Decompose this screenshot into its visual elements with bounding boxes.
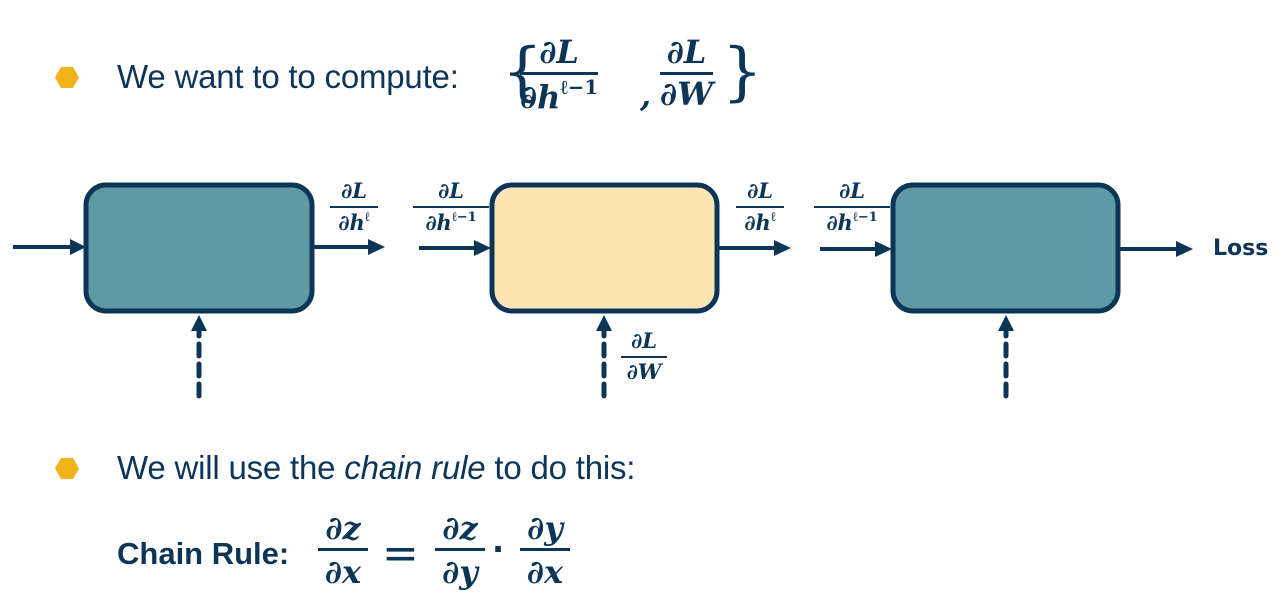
- arrow-in-block2: [419, 240, 491, 256]
- arrow-to-loss: [1120, 241, 1193, 257]
- bullet-text-chain-rule: We will use the chain rule to do this:: [117, 449, 635, 487]
- dashed-weight-arrow-block1: [191, 315, 207, 399]
- fraction-bar: [435, 548, 485, 551]
- den-superscript: ℓ: [770, 210, 776, 225]
- chain-lhs-fraction: ∂z ∂x: [318, 512, 368, 588]
- fraction-bar: [520, 72, 599, 75]
- fraction-bar: [814, 206, 890, 208]
- fraction-denominator: ∂hℓ: [744, 211, 775, 233]
- fraction-bar: [318, 548, 368, 551]
- fraction-denominator: ∂hℓ−1: [425, 211, 476, 233]
- den-superscript: ℓ: [364, 210, 370, 225]
- block-next-layer: [890, 182, 1121, 314]
- multiply-dot: ·: [492, 530, 505, 568]
- den-base: ∂h: [520, 77, 561, 116]
- fraction-bar: [413, 206, 489, 208]
- fraction-numerator: ∂L: [341, 178, 367, 203]
- label-dL-dh-l-out2: ∂L ∂hℓ: [736, 180, 784, 233]
- dashed-weight-arrow-block2: [596, 315, 612, 399]
- chain-rhs-fraction-1: ∂z ∂y: [435, 512, 485, 588]
- fraction-numerator: ∂L: [839, 178, 865, 203]
- fraction-denominator: ∂hℓ: [338, 211, 369, 233]
- den-superscript: ℓ−1: [451, 210, 477, 225]
- arrow-out-block1: [314, 239, 385, 255]
- fraction-bar: [520, 548, 570, 551]
- den-superscript: ℓ−1: [852, 210, 878, 225]
- fraction-numerator: ∂L: [666, 33, 707, 71]
- label-dL-dW: ∂L ∂W: [621, 330, 667, 382]
- fraction-denominator: ∂W: [660, 75, 714, 113]
- block-current-layer: [489, 182, 720, 314]
- text-before: We will use the: [117, 449, 345, 486]
- fraction-denominator: ∂y: [442, 553, 478, 591]
- den-base: ∂h: [826, 210, 853, 236]
- fraction-numerator: ∂L: [631, 328, 657, 353]
- fraction-numerator: ∂L: [438, 178, 464, 203]
- fraction-dL-dh-l-minus-1: ∂L ∂hℓ−1: [520, 33, 599, 116]
- hexagon-bullet-icon: [55, 458, 79, 479]
- comma-separator: ,: [640, 76, 652, 114]
- fraction-bar: [660, 72, 714, 75]
- label-dL-dh-l-minus-1-in2: ∂L ∂hℓ−1: [413, 180, 489, 233]
- fraction-numerator: ∂y: [527, 509, 563, 547]
- arrow-in-block3: [820, 241, 892, 257]
- den-base: ∂h: [338, 210, 365, 236]
- fraction-numerator: ∂z: [442, 509, 478, 547]
- fraction-denominator: ∂x: [324, 553, 362, 591]
- fraction-denominator: ∂x: [526, 553, 564, 591]
- block-previous-layer: [83, 182, 315, 314]
- bullet-text-compute: We want to to compute:: [117, 58, 459, 95]
- fraction-bar: [736, 206, 784, 208]
- loss-label: Loss: [1213, 236, 1269, 261]
- fraction-numerator: ∂L: [539, 33, 579, 71]
- fraction-denominator: ∂hℓ−1: [520, 75, 599, 116]
- equals-sign: =: [382, 528, 419, 579]
- fraction-bar: [621, 356, 667, 358]
- input-arrow: [13, 239, 86, 255]
- arrow-out-block2: [719, 240, 791, 256]
- fraction-numerator: ∂L: [747, 178, 773, 203]
- fraction-dL-dW: ∂L ∂W: [660, 33, 714, 113]
- text-italic-chain-rule: chain rule: [344, 449, 486, 486]
- den-superscript: ℓ−1: [560, 75, 599, 99]
- fraction-bar: [330, 206, 378, 208]
- den-base: ∂h: [744, 210, 771, 236]
- den-base: ∂h: [425, 210, 452, 236]
- close-brace: }: [722, 35, 763, 109]
- label-dL-dh-l-out1: ∂L ∂hℓ: [330, 180, 378, 233]
- fraction-denominator: ∂W: [626, 359, 662, 384]
- text-after: to do this:: [485, 449, 636, 486]
- fraction-numerator: ∂z: [325, 509, 361, 547]
- chain-rhs-fraction-2: ∂y ∂x: [520, 512, 570, 588]
- label-dL-dh-l-minus-1-in3: ∂L ∂hℓ−1: [814, 180, 890, 233]
- hexagon-bullet-icon: [55, 67, 79, 88]
- dashed-weight-arrow-block3: [998, 315, 1014, 399]
- fraction-denominator: ∂hℓ−1: [826, 211, 877, 233]
- chain-rule-label: Chain Rule:: [117, 536, 290, 571]
